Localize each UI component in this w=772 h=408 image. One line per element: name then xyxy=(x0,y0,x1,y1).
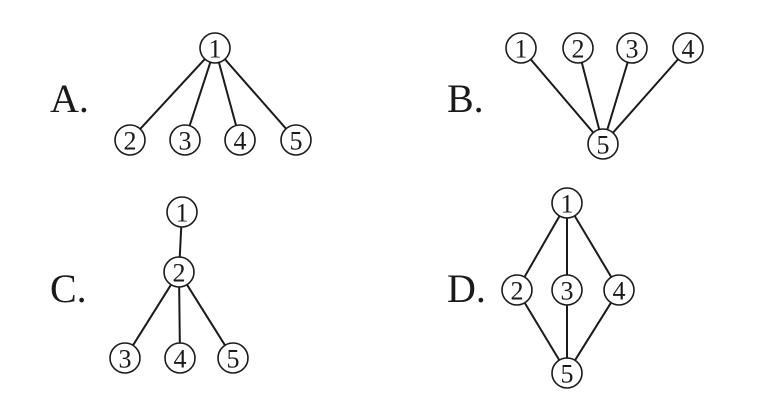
option-a-edges xyxy=(139,58,288,130)
option-b-node-3: 3 xyxy=(616,32,648,64)
option-c-node-4-circle xyxy=(164,342,196,374)
option-d-nodes: 1 2 3 4 5 xyxy=(501,187,635,389)
option-d-node-2-circle xyxy=(501,274,533,306)
option-b-node-4-label: 4 xyxy=(682,35,695,64)
option-d-node-1: 1 xyxy=(551,187,583,219)
option-b-edge-4-5 xyxy=(611,58,680,134)
option-b-node-5-label: 5 xyxy=(597,131,610,160)
option-d-node-5: 5 xyxy=(551,357,583,389)
option-a-node-3: 3 xyxy=(169,124,201,156)
option-b-node-1-circle xyxy=(505,32,537,64)
option-c-node-4: 4 xyxy=(164,342,196,374)
option-b: B. 1 2 3 4 5 xyxy=(447,32,704,160)
option-a-node-1-label: 1 xyxy=(209,35,222,64)
option-c-node-1-label: 1 xyxy=(176,199,189,228)
option-a-node-2-circle xyxy=(114,124,146,156)
option-a-edge-1-4 xyxy=(217,61,238,127)
option-b-node-3-circle xyxy=(616,32,648,64)
option-c-node-3-label: 3 xyxy=(119,345,132,374)
option-b-node-1-label: 1 xyxy=(515,35,528,64)
option-b-node-2: 2 xyxy=(562,32,594,64)
option-c-label: C. xyxy=(50,266,87,311)
option-d: D. 1 2 3 4 5 xyxy=(447,187,635,389)
option-d-node-4: 4 xyxy=(603,274,635,306)
option-b-label: B. xyxy=(447,76,484,121)
option-a-node-3-label: 3 xyxy=(179,127,192,156)
option-c-nodes: 1 2 3 4 5 xyxy=(109,196,249,374)
option-c-edge-2-4 xyxy=(178,285,181,345)
option-c-node-1: 1 xyxy=(166,196,198,228)
option-c-node-5-circle xyxy=(217,342,249,374)
option-b-node-5: 5 xyxy=(587,128,619,160)
option-c-node-3-circle xyxy=(109,342,141,374)
option-c-node-1-circle xyxy=(166,196,198,228)
option-a-edge-1-3 xyxy=(188,61,212,127)
option-c-edge-1-2 xyxy=(178,225,183,259)
option-c: C. 1 2 3 4 5 xyxy=(50,196,249,374)
option-c-node-2: 2 xyxy=(163,256,195,288)
option-a-node-2: 2 xyxy=(114,124,146,156)
option-a: A. 1 2 3 4 5 xyxy=(50,32,312,156)
option-b-node-2-label: 2 xyxy=(572,35,585,64)
option-d-edge-1-4 xyxy=(573,214,613,279)
option-d-label: D. xyxy=(447,266,486,311)
option-d-node-3: 3 xyxy=(551,274,583,306)
option-b-nodes: 1 2 3 4 5 xyxy=(505,32,704,160)
option-b-node-4-circle xyxy=(672,32,704,64)
option-c-edges xyxy=(131,225,227,347)
option-d-node-1-label: 1 xyxy=(561,190,574,219)
option-d-node-3-circle xyxy=(551,274,583,306)
option-a-node-4: 4 xyxy=(224,124,256,156)
option-a-node-1-circle xyxy=(199,32,231,64)
option-d-node-4-circle xyxy=(603,274,635,306)
option-a-label: A. xyxy=(50,76,89,121)
option-b-node-2-circle xyxy=(562,32,594,64)
option-a-node-5: 5 xyxy=(280,124,312,156)
option-d-edges xyxy=(523,214,613,362)
option-b-edge-1-5 xyxy=(529,58,595,134)
option-a-edge-1-5 xyxy=(223,58,288,130)
option-d-edge-1-2 xyxy=(523,215,561,278)
option-d-node-5-circle xyxy=(551,357,583,389)
option-d-node-5-label: 5 xyxy=(561,360,574,389)
option-c-node-5: 5 xyxy=(217,342,249,374)
option-c-node-3: 3 xyxy=(109,342,141,374)
option-a-node-4-label: 4 xyxy=(234,127,247,156)
option-a-edge-1-2 xyxy=(139,58,206,130)
option-a-node-3-circle xyxy=(169,124,201,156)
option-d-node-4-label: 4 xyxy=(613,277,626,306)
option-d-node-1-circle xyxy=(551,187,583,219)
option-c-node-5-label: 5 xyxy=(227,345,240,374)
option-d-node-2: 2 xyxy=(501,274,533,306)
option-a-node-2-label: 2 xyxy=(124,127,137,156)
option-a-node-1: 1 xyxy=(199,32,231,64)
option-b-node-5-circle xyxy=(587,128,619,160)
option-a-node-4-circle xyxy=(224,124,256,156)
option-d-edge-4-5 xyxy=(573,301,613,362)
option-b-node-4: 4 xyxy=(672,32,704,64)
option-a-node-5-circle xyxy=(280,124,312,156)
option-b-edges xyxy=(529,58,680,134)
option-b-edge-2-5 xyxy=(580,61,601,131)
option-d-node-3-label: 3 xyxy=(561,277,574,306)
option-c-node-2-circle xyxy=(163,256,195,288)
option-a-node-5-label: 5 xyxy=(290,127,303,156)
option-c-node-2-label: 2 xyxy=(173,259,186,288)
option-c-edge-2-3 xyxy=(131,283,173,347)
option-b-node-1: 1 xyxy=(505,32,537,64)
option-c-edge-2-5 xyxy=(185,283,227,347)
option-d-node-2-label: 2 xyxy=(511,277,524,306)
option-b-node-3-label: 3 xyxy=(626,35,639,64)
option-d-edge-2-5 xyxy=(523,301,561,362)
option-b-edge-3-5 xyxy=(606,61,629,131)
option-c-node-4-label: 4 xyxy=(174,345,187,374)
option-a-nodes: 1 2 3 4 5 xyxy=(114,32,312,156)
